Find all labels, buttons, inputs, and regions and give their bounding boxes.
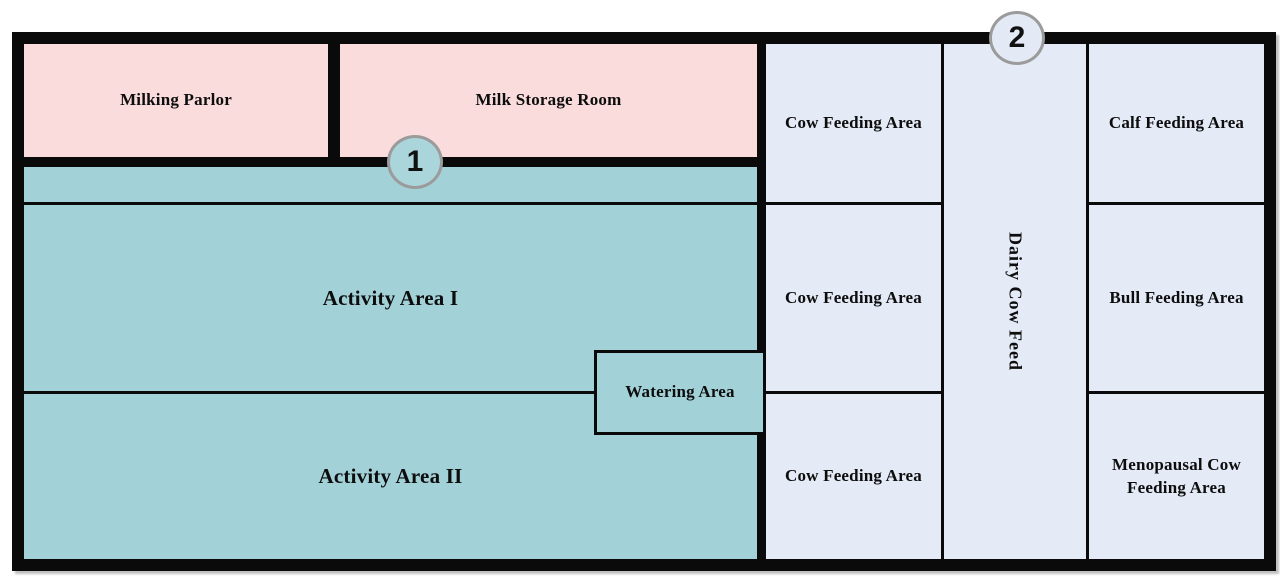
zone-label: Cow Feeding Area — [785, 466, 922, 486]
zone-activity-area-1: Activity Area I — [24, 205, 757, 391]
zone-label: Activity Area I — [322, 285, 459, 310]
zone-calf-feeding-area: Calf Feeding Area — [1089, 44, 1264, 202]
barn-outline: Milking Parlor Milk Storage Room Activit… — [12, 11, 1276, 571]
zone-label: Dairy Cow Feed — [1005, 232, 1026, 371]
zone-cow-feeding-area-3: Cow Feeding Area — [766, 394, 941, 559]
zone-label: Watering Area — [625, 382, 735, 402]
zone-label: Milk Storage Room — [475, 90, 622, 110]
zone-label: Activity Area II — [318, 464, 463, 489]
zone-menopausal-cow-feeding-area: Menopausal Cow Feeding Area — [1089, 394, 1264, 559]
marker-2-number: 2 — [1008, 21, 1026, 54]
zone-bull-feeding-area: Bull Feeding Area — [1089, 205, 1264, 391]
zone-cow-feeding-area-2: Cow Feeding Area — [766, 205, 941, 391]
zone-label: Milking Parlor — [120, 90, 232, 110]
zone-label: Menopausal Cow Feeding Area — [1112, 454, 1241, 497]
zone-watering-area: Watering Area — [594, 350, 766, 435]
zone-label: Cow Feeding Area — [785, 287, 922, 307]
marker-1-number: 1 — [406, 145, 424, 178]
zone-label: Bull Feeding Area — [1109, 287, 1244, 307]
zone-dairy-cow-feed: Dairy Cow Feed — [944, 44, 1086, 559]
marker-1-badge: 1 — [387, 135, 443, 189]
zone-cow-feeding-area-1: Cow Feeding Area — [766, 44, 941, 202]
zone-label: Cow Feeding Area — [785, 112, 922, 132]
marker-2-badge: 2 — [989, 11, 1045, 65]
zone-label: Calf Feeding Area — [1108, 112, 1245, 132]
zone-milking-parlor: Milking Parlor — [24, 44, 328, 157]
